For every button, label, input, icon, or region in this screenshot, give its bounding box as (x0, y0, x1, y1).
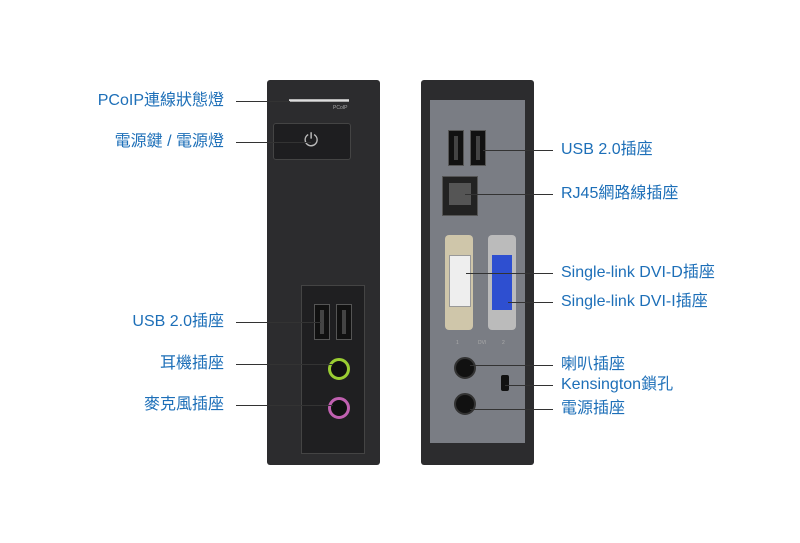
leader-line (470, 365, 553, 366)
pcoip-led (289, 99, 349, 102)
leader-line (505, 385, 553, 386)
front-panel: PCoIP ⏻ (267, 80, 380, 465)
dvi-2-text: 2 (502, 340, 505, 346)
rear-panel: 1 DVI 2 (421, 80, 534, 465)
label-headphone: 耳機插座 (159, 355, 224, 372)
label-speaker: 喇叭插座 (561, 356, 626, 373)
label-power: 電源鍵 / 電源燈 (114, 133, 224, 150)
leader-line (236, 322, 321, 323)
dvi-1-text: 1 (456, 340, 459, 346)
port-bay (301, 285, 365, 454)
label-dvi-i: Single-link DVI-I插座 (561, 293, 708, 310)
label-mic: 麥克風插座 (143, 396, 224, 413)
leader-line (466, 273, 553, 274)
leader-line (236, 405, 333, 406)
power-icon: ⏻ (304, 130, 319, 150)
leader-line (236, 101, 290, 102)
rj45-port[interactable] (442, 176, 478, 216)
label-rj45: RJ45網路線插座 (561, 185, 679, 202)
rear-port-plate: 1 DVI 2 (430, 100, 525, 443)
usb-port-2[interactable] (336, 304, 352, 340)
dvi-i-port[interactable] (488, 235, 516, 330)
leader-line (465, 194, 553, 195)
rear-usb-port-1[interactable] (448, 130, 464, 166)
rear-usb-port-2[interactable] (470, 130, 486, 166)
leader-line (508, 302, 553, 303)
kensington-slot[interactable] (501, 375, 509, 391)
label-usb-rear: USB 2.0插座 (561, 141, 653, 158)
headphone-jack[interactable] (328, 358, 350, 380)
leader-line (483, 150, 553, 151)
label-usb-front: USB 2.0插座 (132, 313, 224, 330)
dvi-text: DVI (478, 340, 487, 346)
leader-line (236, 364, 333, 365)
label-dvi-d: Single-link DVI-D插座 (561, 264, 715, 281)
power-button[interactable]: ⏻ (273, 123, 351, 160)
pcoip-text: PCoIP (333, 105, 348, 111)
leader-line (236, 142, 311, 143)
speaker-jack[interactable] (454, 357, 476, 379)
dvi-d-port[interactable] (445, 235, 473, 330)
label-pcoip-led: PCoIP連線狀態燈 (97, 92, 224, 109)
label-kensington: Kensington鎖孔 (561, 376, 674, 393)
power-jack[interactable] (454, 393, 476, 415)
label-power-jack: 電源插座 (561, 400, 626, 417)
mic-jack[interactable] (328, 397, 350, 419)
leader-line (470, 409, 553, 410)
